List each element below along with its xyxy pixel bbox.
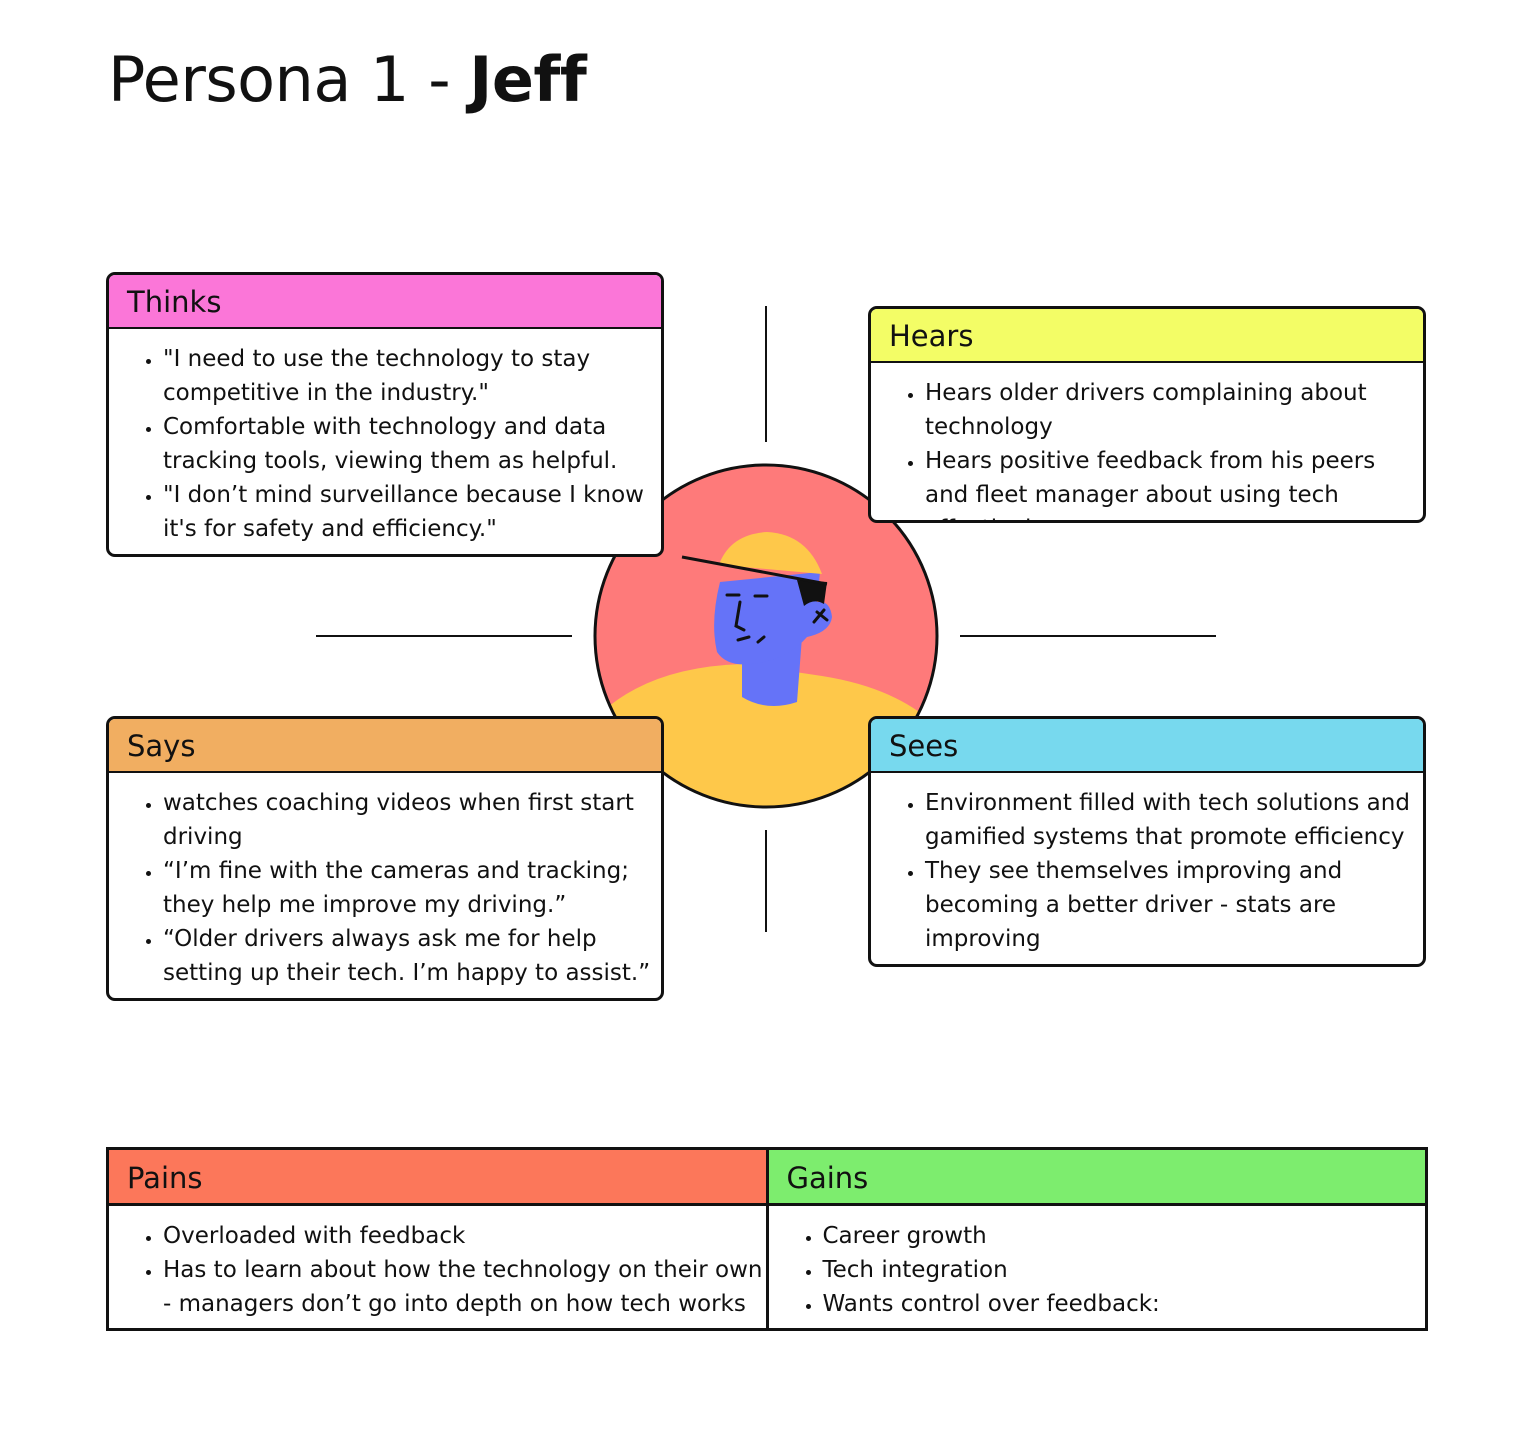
- list-item: Comfortable with technology and data tra…: [163, 410, 661, 478]
- list-item: Wants control over feedback:: [823, 1287, 1426, 1321]
- gains-panel: Gains Career growth Tech integration Wan…: [765, 1150, 1426, 1328]
- pains-header: Pains: [109, 1150, 766, 1206]
- list-item: Hears older drivers complaining about te…: [925, 376, 1423, 444]
- list-item: Overloaded with feedback: [163, 1219, 766, 1253]
- thinks-header: Thinks: [109, 275, 661, 329]
- sees-list: Environment filled with tech solutions a…: [871, 773, 1423, 956]
- page-title: Persona 1 - Jeff: [108, 40, 587, 120]
- pains-list: Overloaded with feedback Has to learn ab…: [109, 1206, 766, 1321]
- hears-card: Hears Hears older drivers complaining ab…: [868, 306, 1426, 523]
- gains-header: Gains: [768, 1150, 1425, 1206]
- list-item: watches coaching videos when first start…: [163, 786, 661, 854]
- connector-bottom: [765, 830, 767, 932]
- list-item: “I’m fine with the cameras and tracking;…: [163, 854, 661, 922]
- list-item: Has to learn about how the technology on…: [163, 1253, 766, 1321]
- avatar-cap: [720, 532, 822, 574]
- connector-top: [765, 306, 767, 442]
- thinks-list: "I need to use the technology to stay co…: [109, 329, 661, 546]
- list-item: "I don’t mind surveillance because I kno…: [163, 478, 661, 546]
- says-card: Says watches coaching videos when first …: [106, 716, 664, 1001]
- list-item: Environment filled with tech solutions a…: [925, 786, 1423, 854]
- sees-card: Sees Environment filled with tech soluti…: [868, 716, 1426, 967]
- list-item: “Older drivers always ask me for help se…: [163, 922, 661, 990]
- list-item: Tech integration: [823, 1253, 1426, 1287]
- persona-name: Jeff: [469, 43, 587, 116]
- avatar-hair: [797, 580, 827, 606]
- list-item: Career growth: [823, 1219, 1426, 1253]
- pains-panel: Pains Overloaded with feedback Has to le…: [109, 1150, 766, 1328]
- list-item: They see themselves improving and becomi…: [925, 854, 1423, 956]
- says-header: Says: [109, 719, 661, 773]
- title-prefix: Persona 1 -: [108, 43, 470, 116]
- hears-list: Hears older drivers complaining about te…: [871, 363, 1423, 520]
- connector-left: [316, 635, 572, 637]
- gains-list: Career growth Tech integration Wants con…: [769, 1206, 1426, 1321]
- list-item: Hears positive feedback from his peers a…: [925, 444, 1423, 520]
- hears-header: Hears: [871, 309, 1423, 363]
- sees-header: Sees: [871, 719, 1423, 773]
- says-list: watches coaching videos when first start…: [109, 773, 661, 990]
- connector-right: [960, 635, 1216, 637]
- list-item: "I need to use the technology to stay co…: [163, 342, 661, 410]
- thinks-card: Thinks "I need to use the technology to …: [106, 272, 664, 557]
- avatar-shirt: [595, 664, 937, 807]
- pains-gains-table: Pains Overloaded with feedback Has to le…: [106, 1147, 1428, 1331]
